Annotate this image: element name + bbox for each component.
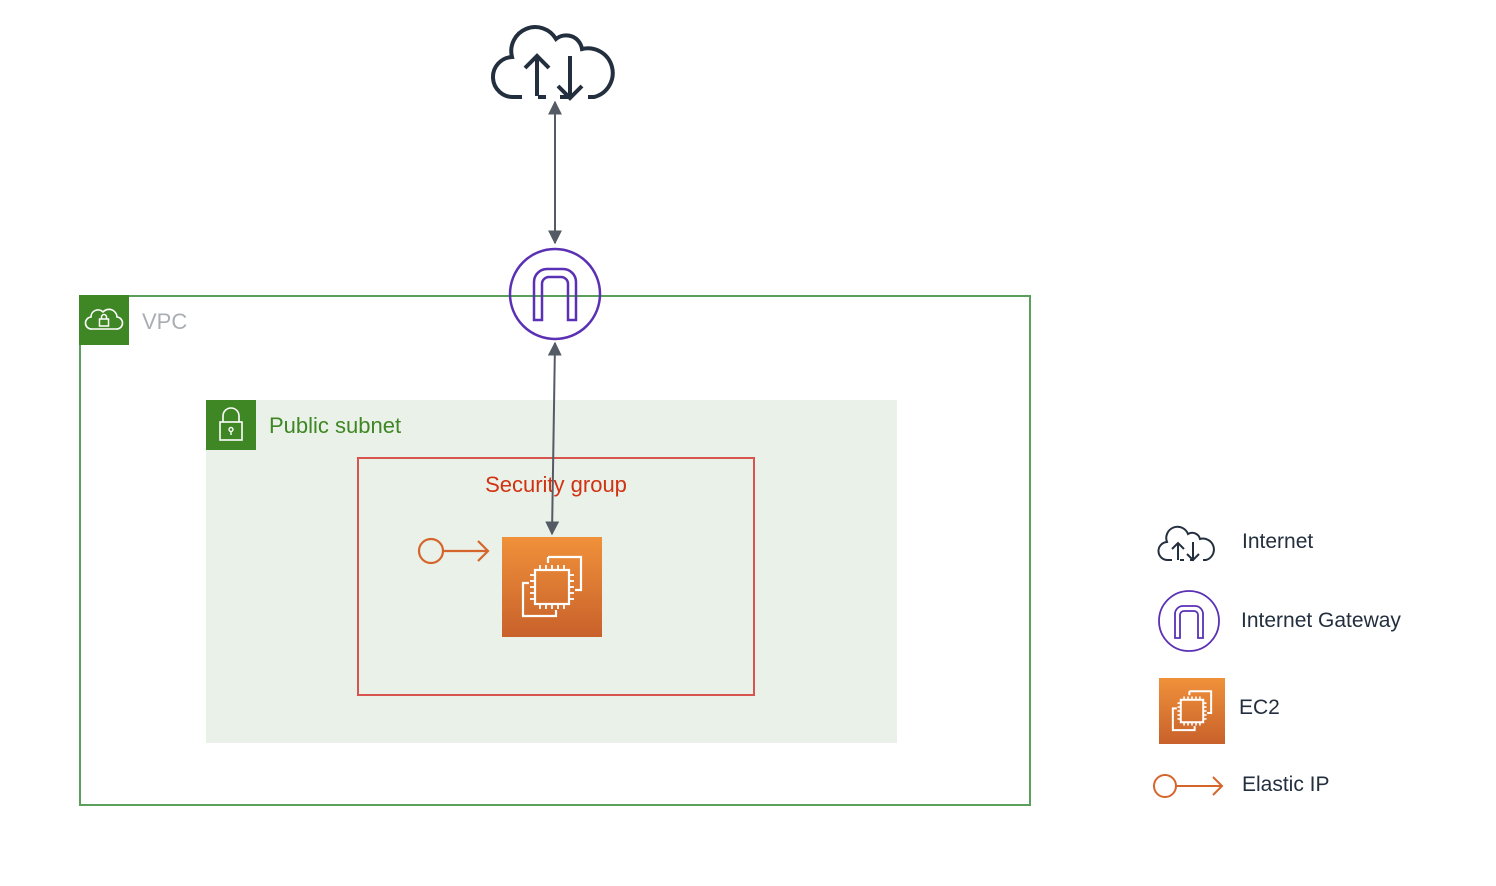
ec2-node[interactable] — [502, 537, 602, 637]
vpc-badge — [79, 295, 129, 345]
padlock-icon — [219, 407, 243, 441]
legend-internet-icon — [1157, 525, 1215, 562]
vpc-label: VPC — [142, 309, 188, 334]
legend-ec2-icon — [1159, 678, 1225, 744]
edge-gateway-to-ec2[interactable] — [545, 341, 562, 536]
internet-gateway-icon — [508, 247, 602, 341]
legend-elastic-ip-icon — [1153, 774, 1224, 798]
vpc-container[interactable] — [79, 295, 1031, 806]
elastic-ip-node[interactable] — [417, 537, 490, 565]
legend-label-internet: Internet — [1242, 530, 1314, 553]
ec2-instance-icon — [521, 555, 583, 618]
cloud-upload-download-icon — [490, 25, 615, 101]
cloud-lock-icon — [84, 308, 124, 330]
legend-label-elastic-ip: Elastic IP — [1242, 773, 1330, 796]
legend-label-ec2: EC2 — [1239, 696, 1280, 719]
legend-label-internet-gateway: Internet Gateway — [1241, 609, 1401, 632]
ec2-instance-icon — [1171, 690, 1213, 732]
legend-internet-gateway-icon — [1158, 590, 1220, 652]
public-subnet-label: Public subnet — [269, 413, 402, 438]
public-subnet-badge — [206, 400, 256, 450]
internet-node[interactable] — [490, 25, 615, 101]
elastic-ip-icon — [417, 537, 490, 565]
internet-gateway-node[interactable] — [508, 247, 602, 341]
